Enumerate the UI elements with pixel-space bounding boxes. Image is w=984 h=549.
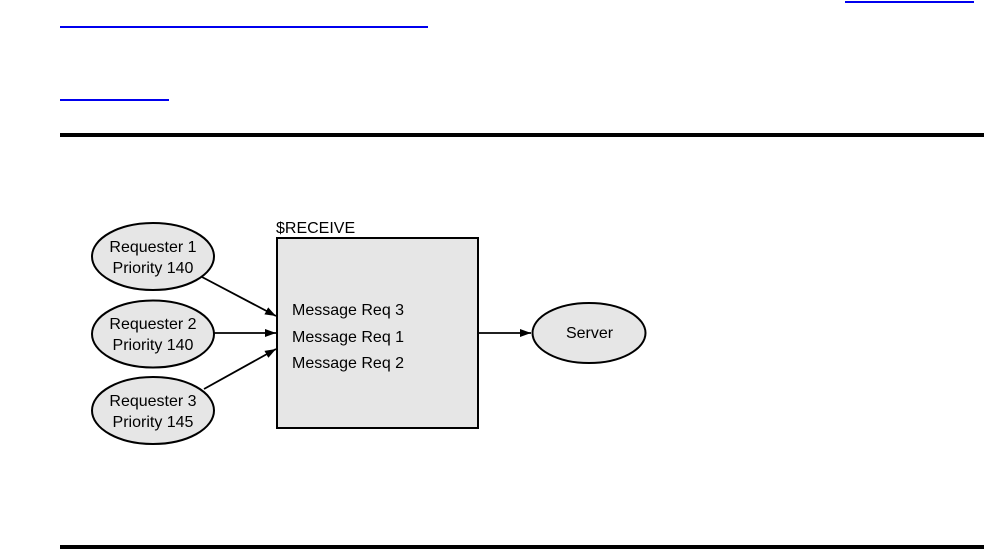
requester-1-priority: Priority 140 bbox=[112, 260, 194, 277]
requester-3-ellipse bbox=[91, 376, 215, 445]
arrow-requester1-to-receive bbox=[201, 276, 277, 317]
requester-1-ellipse bbox=[91, 222, 215, 291]
requester-2-ellipse bbox=[91, 299, 215, 369]
receive-queue-label: $RECEIVE bbox=[276, 220, 356, 237]
queue-message-item: Message Req 1 bbox=[292, 329, 405, 346]
requester-3-priority: Priority 145 bbox=[112, 414, 194, 431]
requester-1-label: Requester 1 Priority 140 bbox=[92, 237, 214, 279]
requester-3-label: Requester 3 Priority 145 bbox=[92, 391, 214, 433]
server-ellipse bbox=[531, 302, 647, 364]
receive-queue-box bbox=[276, 237, 479, 429]
requester-1-name: Requester 1 bbox=[109, 239, 197, 256]
link-underline-2[interactable] bbox=[60, 99, 169, 101]
requester-3-name: Requester 3 bbox=[109, 393, 197, 410]
queue-message-item: Message Req 3 bbox=[292, 302, 405, 319]
requester-2-name: Requester 2 bbox=[109, 316, 197, 333]
link-underline-1[interactable] bbox=[60, 26, 428, 28]
requester-2-label: Requester 2 Priority 140 bbox=[92, 314, 214, 356]
server-label: Server bbox=[565, 325, 614, 342]
link-underline-top-right[interactable] bbox=[845, 1, 974, 3]
requester-2-priority: Priority 140 bbox=[112, 337, 194, 354]
queue-message-item: Message Req 2 bbox=[292, 355, 405, 372]
arrow-requester3-to-receive bbox=[203, 348, 277, 390]
footer-rule bbox=[60, 545, 984, 549]
header-rule bbox=[60, 133, 984, 137]
